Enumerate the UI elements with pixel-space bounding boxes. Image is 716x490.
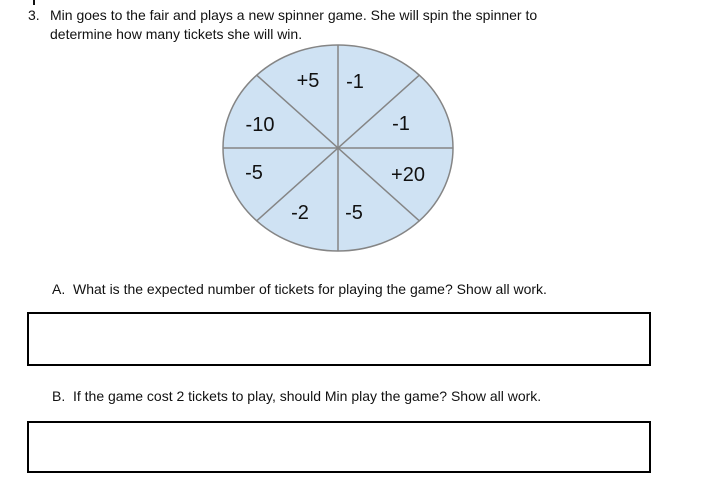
part-b-question: If the game cost 2 tickets to play, shou… bbox=[73, 388, 542, 404]
spinner-sector-value-top-left: +5 bbox=[297, 70, 320, 92]
spinner-sector-value-bottom-left: -2 bbox=[291, 202, 309, 224]
part-a-label: A. bbox=[52, 281, 66, 297]
spinner-sector-value-right-upper: -1 bbox=[392, 113, 410, 135]
spinner-svg: +5 -1 -10 -1 -5 +20 -2 -5 bbox=[222, 44, 454, 252]
question-text-line2: determine how many tickets she will win. bbox=[50, 26, 303, 42]
part-b-answer-box[interactable] bbox=[27, 421, 651, 473]
spinner-sector-value-top-right: -1 bbox=[346, 71, 364, 93]
question-number: 3. bbox=[28, 7, 40, 23]
spinner-diagram: +5 -1 -10 -1 -5 +20 -2 -5 bbox=[222, 44, 455, 253]
spinner-sector-value-right-lower: +20 bbox=[391, 164, 425, 186]
spinner-divider-diagonal-nesw bbox=[255, 74, 421, 222]
part-a-question: What is the expected number of tickets f… bbox=[73, 281, 547, 297]
part-b-label: B. bbox=[52, 388, 66, 404]
question-text-line1: Min goes to the fair and plays a new spi… bbox=[50, 7, 538, 23]
part-a-answer-box[interactable] bbox=[27, 312, 651, 366]
page-edge-artifact bbox=[33, 0, 35, 5]
spinner-sector-value-left-upper: -10 bbox=[246, 114, 275, 136]
spinner-sector-value-bottom-right: -5 bbox=[345, 202, 363, 224]
question-text: Min goes to the fair and plays a new spi… bbox=[50, 6, 630, 44]
spinner-sector-value-left-lower: -5 bbox=[245, 162, 263, 184]
